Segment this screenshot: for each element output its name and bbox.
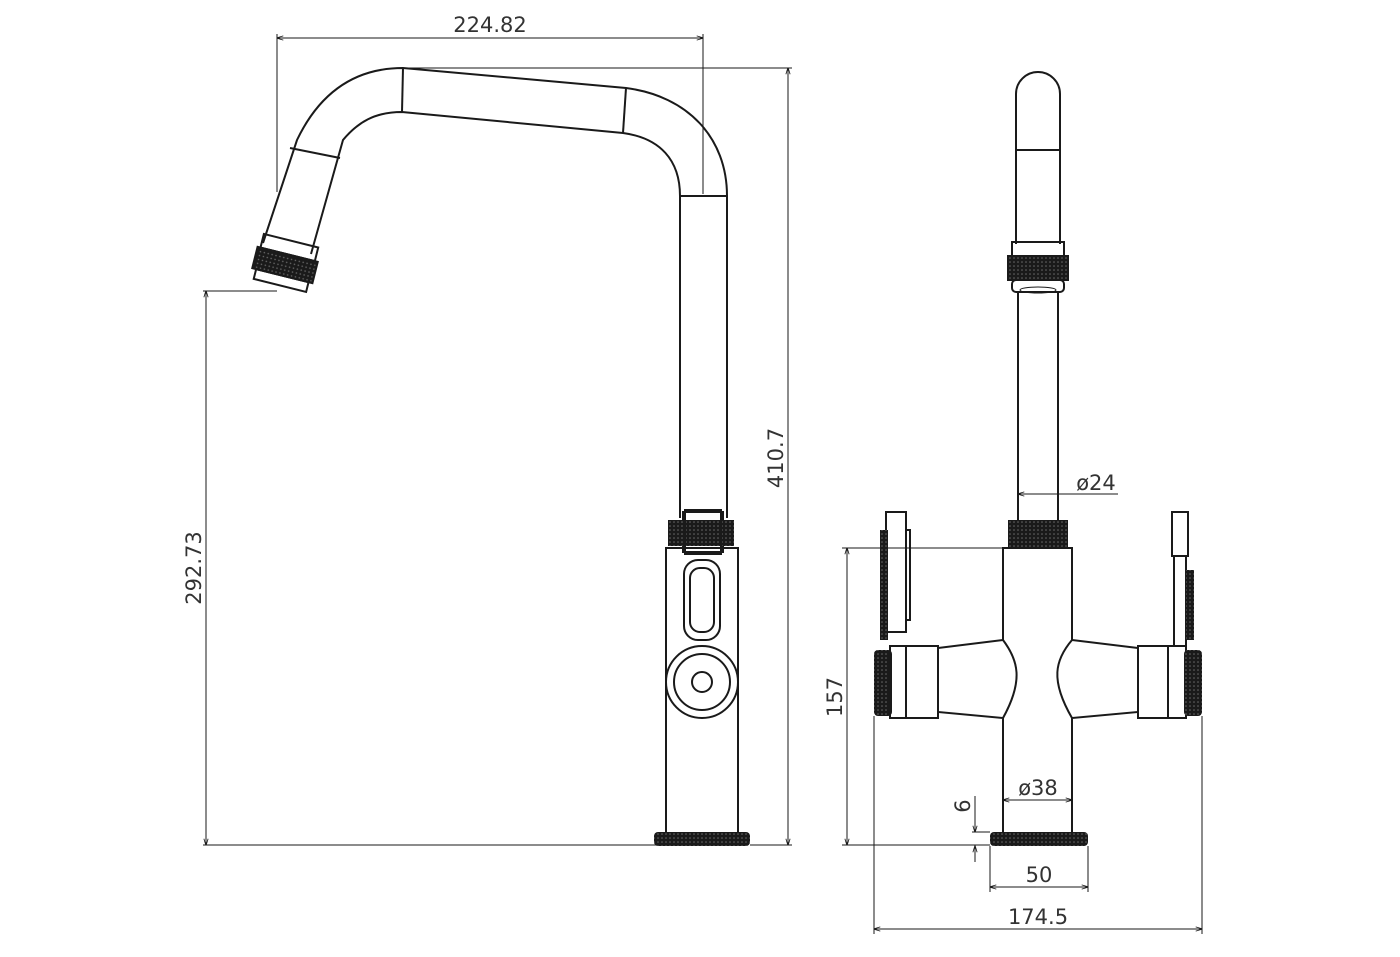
dimension-outlet-height: 292.73 <box>182 291 660 845</box>
dimension-spout-diameter: ø24 <box>1018 471 1118 495</box>
handle-knob-side <box>665 645 739 719</box>
label-overall-width: 174.5 <box>1008 905 1068 929</box>
spout-outline <box>262 66 728 518</box>
aerator <box>251 232 320 294</box>
label-total-height: 410.7 <box>764 428 788 488</box>
right-handle <box>1137 511 1202 719</box>
label-body-diameter: ø38 <box>1018 776 1058 800</box>
dimension-base-thickness: 6 <box>951 796 990 862</box>
label-outlet-height: 292.73 <box>182 531 206 604</box>
dimension-base-width: 50 <box>990 846 1088 892</box>
dimension-total-height: 410.7 <box>405 68 792 845</box>
side-view: 224.82 410.7 292.73 <box>182 13 792 846</box>
dimension-overall-width: 174.5 <box>874 716 1202 934</box>
label-valve-height: 157 <box>823 677 847 717</box>
front-view: ø24 ø38 157 6 50 <box>823 71 1202 934</box>
dimension-body-diameter: ø38 <box>1003 776 1072 800</box>
base-knurl-side <box>654 832 750 846</box>
dimension-spout-width: 224.82 <box>277 13 703 194</box>
label-spout-width: 224.82 <box>453 13 526 37</box>
base-knurl-front <box>990 832 1088 846</box>
aerator-front <box>1007 255 1069 281</box>
dimension-valve-height: 157 <box>823 548 1003 845</box>
label-base-thickness: 6 <box>951 799 975 812</box>
spout-inner-outline <box>310 110 681 518</box>
left-handle <box>874 511 939 719</box>
label-spout-diameter: ø24 <box>1076 471 1116 495</box>
spout-riser <box>1015 71 1061 244</box>
label-base-width: 50 <box>1026 863 1053 887</box>
